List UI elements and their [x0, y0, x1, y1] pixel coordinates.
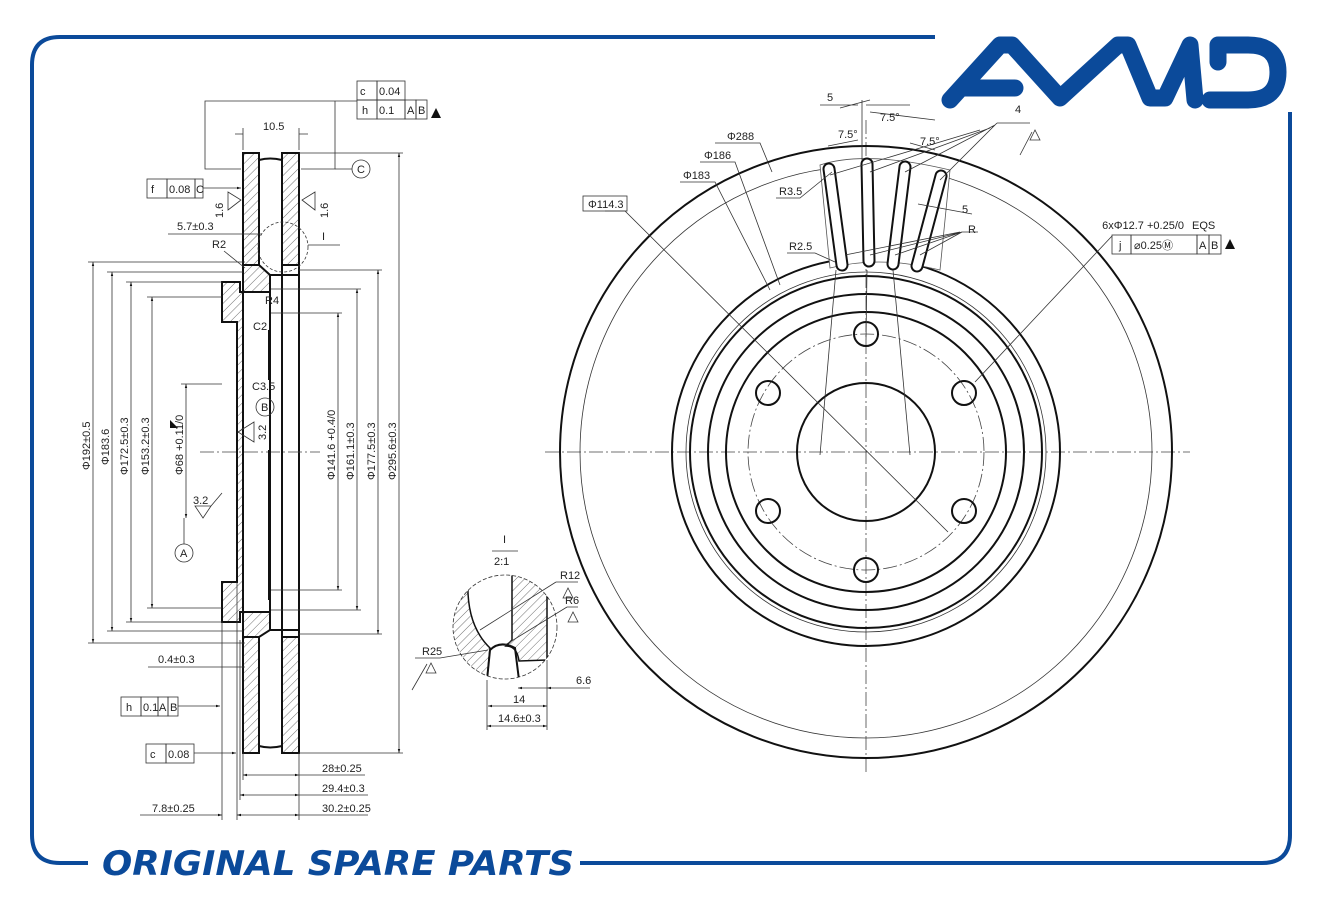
roughness-4: 4: [1015, 104, 1021, 116]
angle-7-5: 7.5°: [880, 112, 900, 124]
dim-hat-thickness: 7.8±0.25: [152, 803, 195, 815]
dim-d114-3: Φ114.3: [588, 199, 624, 211]
frame-symbol: h: [362, 105, 368, 117]
dim-thickness-30-2: 30.2±0.25: [322, 803, 371, 815]
bolt-hole: [951, 380, 977, 406]
detail-scale: 2:1: [494, 556, 509, 568]
radius-r25: R25: [422, 646, 442, 658]
angle-7-5: 7.5°: [920, 136, 940, 148]
frame-value: 0.08: [169, 184, 190, 196]
radius-r2: R2: [212, 239, 226, 251]
dim-thickness-28: 28±0.25: [322, 763, 362, 775]
dim-gap: 0.4±0.3: [158, 654, 195, 666]
frame-value: 0.08: [168, 749, 189, 761]
detail-title: I: [503, 534, 506, 546]
dim-width-top: 10.5: [263, 121, 284, 133]
dim-d288: Φ288: [727, 131, 754, 143]
dim-d183: Φ183: [683, 170, 710, 182]
radius-r2-5: R2.5: [789, 241, 812, 253]
cooling-slots: [822, 157, 948, 273]
dim-d186: Φ186: [704, 150, 731, 162]
chamfer-c35: C3.5: [252, 381, 275, 393]
dim-5-slot: 5: [962, 204, 968, 216]
bolt-holes: [755, 321, 977, 583]
frame-ref: A: [159, 702, 167, 714]
frame-symbol: j: [1118, 240, 1121, 252]
bolt-hole: [853, 557, 879, 583]
dim-5-top: 5: [827, 92, 833, 104]
frame-ref: B: [1211, 240, 1218, 252]
roughness-3-2: 3.2: [257, 425, 269, 440]
frame-value: 0.04: [379, 86, 400, 98]
datum-c: C: [357, 164, 365, 176]
dim-d192: Φ192±0.5: [81, 422, 93, 470]
front-view: 4 R 5 7.5° 7.5° 7.5° Φ288 Φ186 Φ183 Φ114…: [545, 92, 1235, 775]
bolt-hole: [755, 380, 781, 406]
dim-d172-5: Φ172.5±0.3: [119, 417, 131, 475]
frame-value: 0.1: [143, 702, 158, 714]
angle-7-5: 7.5°: [838, 129, 858, 141]
bolt-hole: [755, 498, 781, 524]
diameter-dims-right: Φ141.6 +0.4/0 Φ161.1±0.3 Φ177.5±0.3 Φ295…: [271, 152, 403, 754]
bolt-hole: [951, 498, 977, 524]
frame-symbol: c: [360, 86, 366, 98]
amd-logo: [941, 36, 1287, 109]
frame-value: 0.1: [379, 105, 394, 117]
diameter-dims-left: Φ192±0.5 Φ183.6 Φ172.5±0.3 Φ153.2±0.3 Φ6…: [81, 261, 245, 644]
dim-14-6: 14.6±0.3: [498, 713, 541, 725]
dim-offset: 5.7±0.3: [177, 221, 214, 233]
dim-d295-6: Φ295.6±0.3: [387, 422, 399, 480]
radius-r12: R12: [560, 570, 580, 582]
side-section-view: c 0.04 h 0.1 A B 10.5 C f 0.08 C 1.6 1.6…: [81, 80, 441, 820]
tolerance-frame-top: c 0.04 h 0.1 A B: [204, 80, 441, 170]
dim-d161-1: Φ161.1±0.3: [345, 422, 357, 480]
roughness-right: 1.6: [319, 203, 331, 218]
chamfer-c2: C2: [253, 321, 267, 333]
dim-d141-6: Φ141.6 +0.4/0: [326, 410, 338, 480]
hole-callout: 6xΦ12.7 +0.25/0: [1102, 220, 1184, 232]
frame-ref: C: [196, 184, 204, 196]
frame-ref: B: [170, 702, 177, 714]
radius-r4: R4: [265, 295, 279, 307]
slot-radius-r: R: [968, 224, 976, 236]
frame-symbol: h: [126, 702, 132, 714]
datum-b: B: [261, 402, 268, 414]
dim-14: 14: [513, 694, 525, 706]
roughness-3-2: 3.2: [193, 495, 208, 507]
frame-ref: A: [407, 105, 415, 117]
dim-d183-6: Φ183.6: [100, 429, 112, 465]
dim-d153-2: Φ153.2±0.3: [140, 417, 152, 475]
frame-value: ⌀0.25Ⓜ: [1134, 239, 1173, 252]
detail-view-i: I 2:1 R12 R6 R25 6.6 14 14.6±0.3: [411, 534, 591, 730]
roughness-left: 1.6: [214, 203, 226, 218]
detail-mark-i: I: [322, 231, 325, 243]
frame-ref: B: [418, 105, 425, 117]
dim-6-6: 6.6: [576, 675, 591, 687]
datum-a: A: [180, 548, 188, 560]
hole-eqs: EQS: [1192, 220, 1215, 232]
dim-d68: Φ68 +0.11/0: [174, 415, 186, 475]
frame-symbol: f: [151, 184, 155, 196]
frame-border: [30, 35, 1292, 865]
dim-d177-5: Φ177.5±0.3: [366, 422, 378, 480]
frame-ref: A: [1199, 240, 1207, 252]
tagline-original-spare-parts: ORIGINAL SPARE PARTS: [102, 844, 574, 884]
frame-symbol: c: [150, 749, 156, 761]
radius-r3-5: R3.5: [779, 186, 802, 198]
dim-thickness-29-4: 29.4±0.3: [322, 783, 365, 795]
